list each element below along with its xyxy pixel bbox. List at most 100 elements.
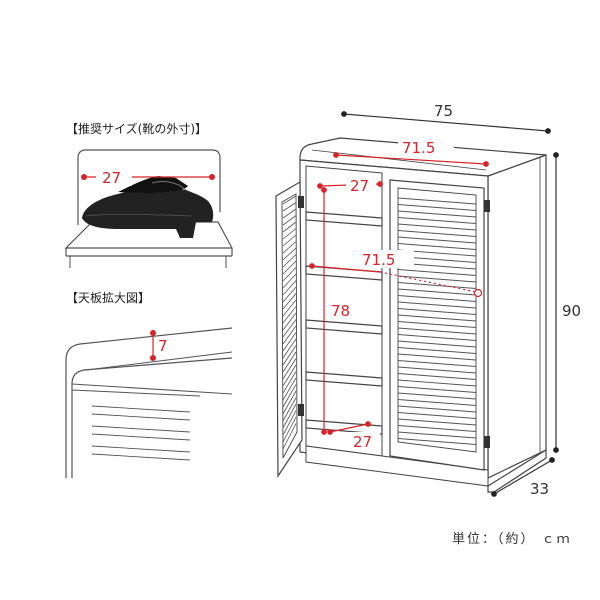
depth-inner-bottom-dimension: 27 bbox=[327, 421, 380, 451]
louver-slat bbox=[282, 371, 297, 394]
louver-slat bbox=[397, 275, 477, 283]
louver-slat bbox=[397, 431, 477, 439]
shoe-icon bbox=[82, 176, 214, 238]
louver-slat bbox=[397, 425, 477, 432]
louver-slat bbox=[282, 351, 297, 373]
louver-slat bbox=[282, 403, 297, 429]
width-outer-label: 75 bbox=[434, 102, 453, 120]
louver-slat bbox=[397, 327, 477, 335]
louver-slat bbox=[397, 360, 477, 367]
louver-slat bbox=[282, 325, 297, 345]
louver-slat bbox=[282, 208, 297, 219]
louver-slat bbox=[282, 267, 297, 282]
louver-slat bbox=[282, 306, 297, 324]
louver-slat bbox=[282, 234, 297, 247]
height-90-dimension: 90 bbox=[553, 152, 581, 453]
louver-slat bbox=[397, 210, 477, 218]
hinge-icon bbox=[298, 404, 304, 416]
louver-slat bbox=[282, 364, 297, 387]
louver-slat bbox=[397, 197, 477, 205]
louver-slat bbox=[282, 221, 297, 233]
louver-slat bbox=[282, 397, 297, 422]
louver-slat bbox=[397, 373, 477, 380]
height-inner-dimension: 78 bbox=[321, 187, 356, 435]
louver-slat bbox=[397, 204, 477, 211]
louver-slat bbox=[282, 254, 297, 268]
width-inner-top-label: 71.5 bbox=[402, 139, 435, 157]
louver-slat bbox=[282, 215, 297, 226]
louver-slat bbox=[397, 347, 477, 354]
louver-slat bbox=[397, 295, 477, 302]
shoe-size-inset: 【推奨サイズ(靴の外寸)】 27 bbox=[64, 121, 234, 268]
left-door-louvers bbox=[282, 195, 297, 450]
louver-slat bbox=[397, 230, 477, 237]
louver-slat bbox=[397, 217, 477, 224]
louver-slat bbox=[397, 308, 477, 315]
louver-slat bbox=[397, 223, 477, 231]
louver-slat bbox=[282, 299, 297, 317]
louver-slat bbox=[282, 345, 297, 366]
louver-slat bbox=[397, 379, 477, 387]
depth-inner-bottom-label: 27 bbox=[353, 433, 372, 451]
louver-slat bbox=[282, 286, 297, 303]
louver-slat bbox=[397, 236, 477, 244]
louver-slat bbox=[282, 384, 297, 408]
louver-slat bbox=[282, 228, 297, 240]
louver-slat bbox=[282, 312, 297, 331]
width-inner-shelf-dimension: 71.5 bbox=[309, 250, 483, 298]
louver-slat bbox=[282, 332, 297, 352]
louver-slat bbox=[282, 241, 297, 254]
louver-slat bbox=[282, 390, 297, 415]
louver-slat bbox=[282, 280, 297, 296]
shoe-length-label: 27 bbox=[102, 169, 121, 187]
right-door-louvers bbox=[397, 197, 477, 445]
unit-note: 単位：（約） ｃｍ bbox=[452, 531, 572, 547]
louver-slat bbox=[282, 338, 297, 359]
louver-slat bbox=[282, 273, 297, 289]
louver-slat bbox=[397, 412, 477, 419]
louver-slat bbox=[397, 418, 477, 426]
shoe-size-caption: 【推奨サイズ(靴の外寸)】 bbox=[66, 121, 207, 136]
louver-slat bbox=[397, 314, 477, 322]
louver-slat bbox=[397, 321, 477, 328]
louver-slat bbox=[397, 269, 477, 276]
top-board-inset: 【天板拡大図】 7 bbox=[65, 291, 233, 478]
height-inner-label: 78 bbox=[331, 302, 350, 320]
louver-slat bbox=[397, 386, 477, 393]
width-75-dimension: 75 bbox=[341, 102, 551, 134]
depth-inner-top-dimension: 27 bbox=[317, 176, 383, 195]
louver-slat bbox=[282, 423, 297, 450]
hinge-icon bbox=[298, 196, 304, 208]
louver-slat bbox=[397, 392, 477, 400]
louver-slat bbox=[282, 319, 297, 338]
louver-slat bbox=[397, 366, 477, 374]
top-board-caption: 【天板拡大図】 bbox=[66, 291, 150, 305]
depth-outer-label: 33 bbox=[530, 480, 549, 498]
height-outer-label: 90 bbox=[562, 302, 581, 320]
louver-slat bbox=[282, 358, 297, 380]
louver-slat bbox=[397, 301, 477, 309]
hinge-icon bbox=[484, 200, 490, 212]
louver-slat bbox=[397, 353, 477, 361]
louver-slat bbox=[397, 399, 477, 406]
louver-slat bbox=[282, 416, 297, 443]
louver-slat bbox=[282, 202, 297, 212]
top-rim-label: 7 bbox=[158, 337, 168, 355]
depth-33-dimension: 33 bbox=[491, 457, 555, 498]
louver-slat bbox=[282, 247, 297, 261]
louver-slat bbox=[397, 288, 477, 296]
louver-slat bbox=[282, 377, 297, 401]
hinge-icon bbox=[484, 436, 490, 448]
width-inner-top-dimension: 71.5 bbox=[333, 138, 489, 167]
louver-slat bbox=[397, 243, 477, 250]
louver-slat bbox=[397, 334, 477, 341]
louver-slat bbox=[282, 293, 297, 310]
louver-slat bbox=[282, 410, 297, 436]
louver-slat bbox=[397, 438, 477, 445]
louver-slat bbox=[397, 405, 477, 413]
louver-slat bbox=[397, 340, 477, 348]
louver-slat bbox=[397, 282, 477, 289]
depth-inner-top-label: 27 bbox=[350, 177, 369, 195]
width-inner-shelf-label: 71.5 bbox=[362, 251, 395, 269]
